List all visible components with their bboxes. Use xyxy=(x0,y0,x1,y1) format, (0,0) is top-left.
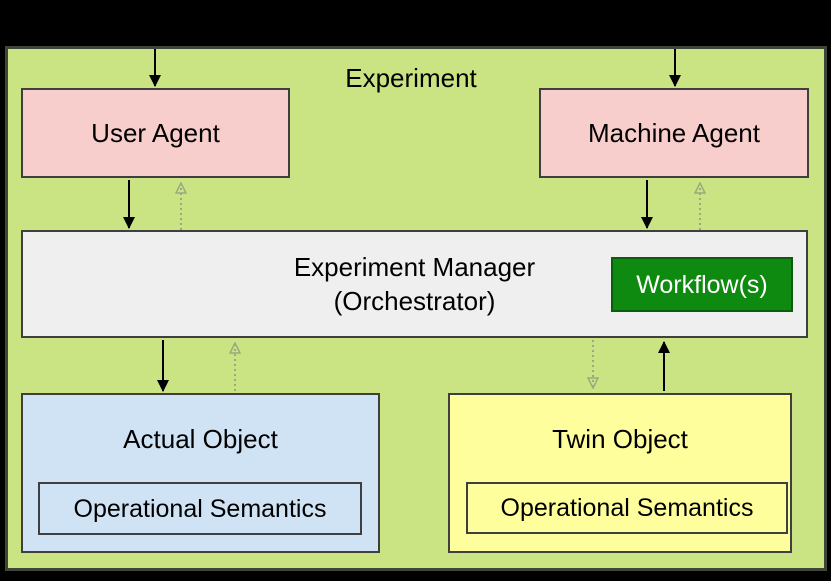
user-agent-label: User Agent xyxy=(91,118,220,148)
machine-agent-label: Machine Agent xyxy=(587,118,760,148)
workflow-box: Workflow(s) xyxy=(611,257,793,312)
experiment-frame-title: Experiment xyxy=(345,63,477,93)
actual-operational-semantics-box: Operational Semantics xyxy=(38,482,362,535)
user-agent-box: User Agent xyxy=(21,88,290,178)
machine-agent-box: Machine Agent xyxy=(539,88,809,178)
experiment-manager-box: Experiment Manager (Orchestrator) xyxy=(21,230,808,338)
twin-operational-semantics-box: Operational Semantics xyxy=(466,482,788,534)
actual-operational-semantics-label: Operational Semantics xyxy=(73,494,327,523)
workflow-label: Workflow(s) xyxy=(636,270,768,299)
twin-operational-semantics-label: Operational Semantics xyxy=(500,494,754,522)
actual-object-label: Actual Object xyxy=(123,424,278,454)
twin-object-label: Twin Object xyxy=(552,424,688,454)
experiment-manager-label-line1: Experiment Manager xyxy=(293,252,536,282)
experiment-manager-label-line2: (Orchestrator) xyxy=(333,286,496,316)
